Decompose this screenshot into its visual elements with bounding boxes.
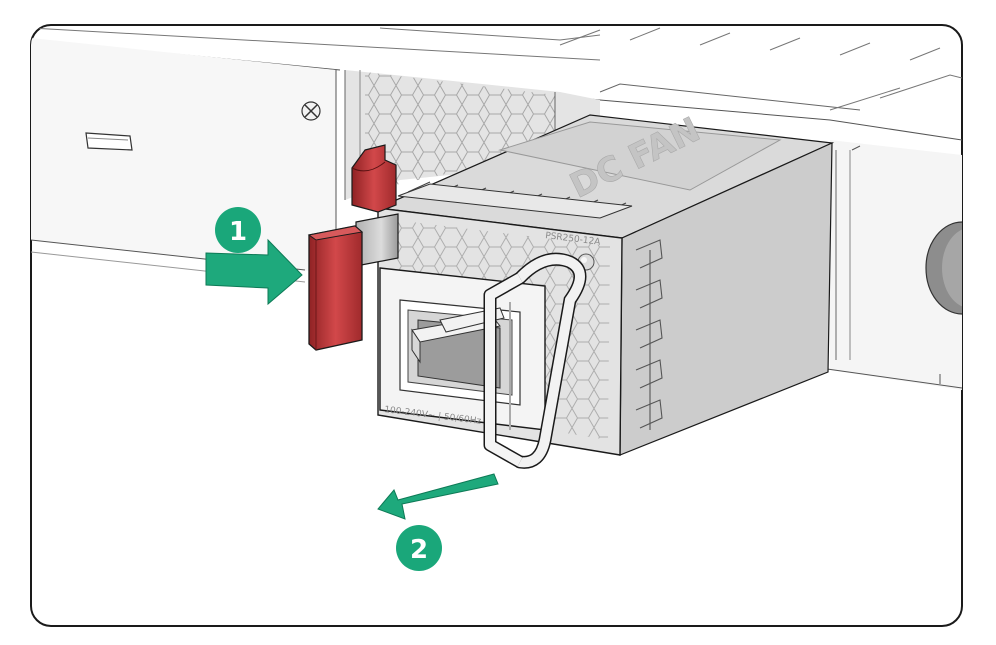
push-arrow (205, 238, 303, 306)
step-1-badge: 1 (215, 207, 261, 253)
step-1-number: 1 (229, 217, 247, 247)
step-2-number: 2 (410, 535, 428, 565)
chassis (31, 27, 962, 390)
module-handle[interactable] (483, 252, 587, 469)
side-ribs (635, 239, 663, 430)
psu-module: DC FAN PSR250-12A 100- (375, 109, 835, 469)
step-2-badge: 2 (396, 525, 442, 571)
pull-arrow (377, 473, 499, 520)
release-latch[interactable] (307, 144, 399, 351)
